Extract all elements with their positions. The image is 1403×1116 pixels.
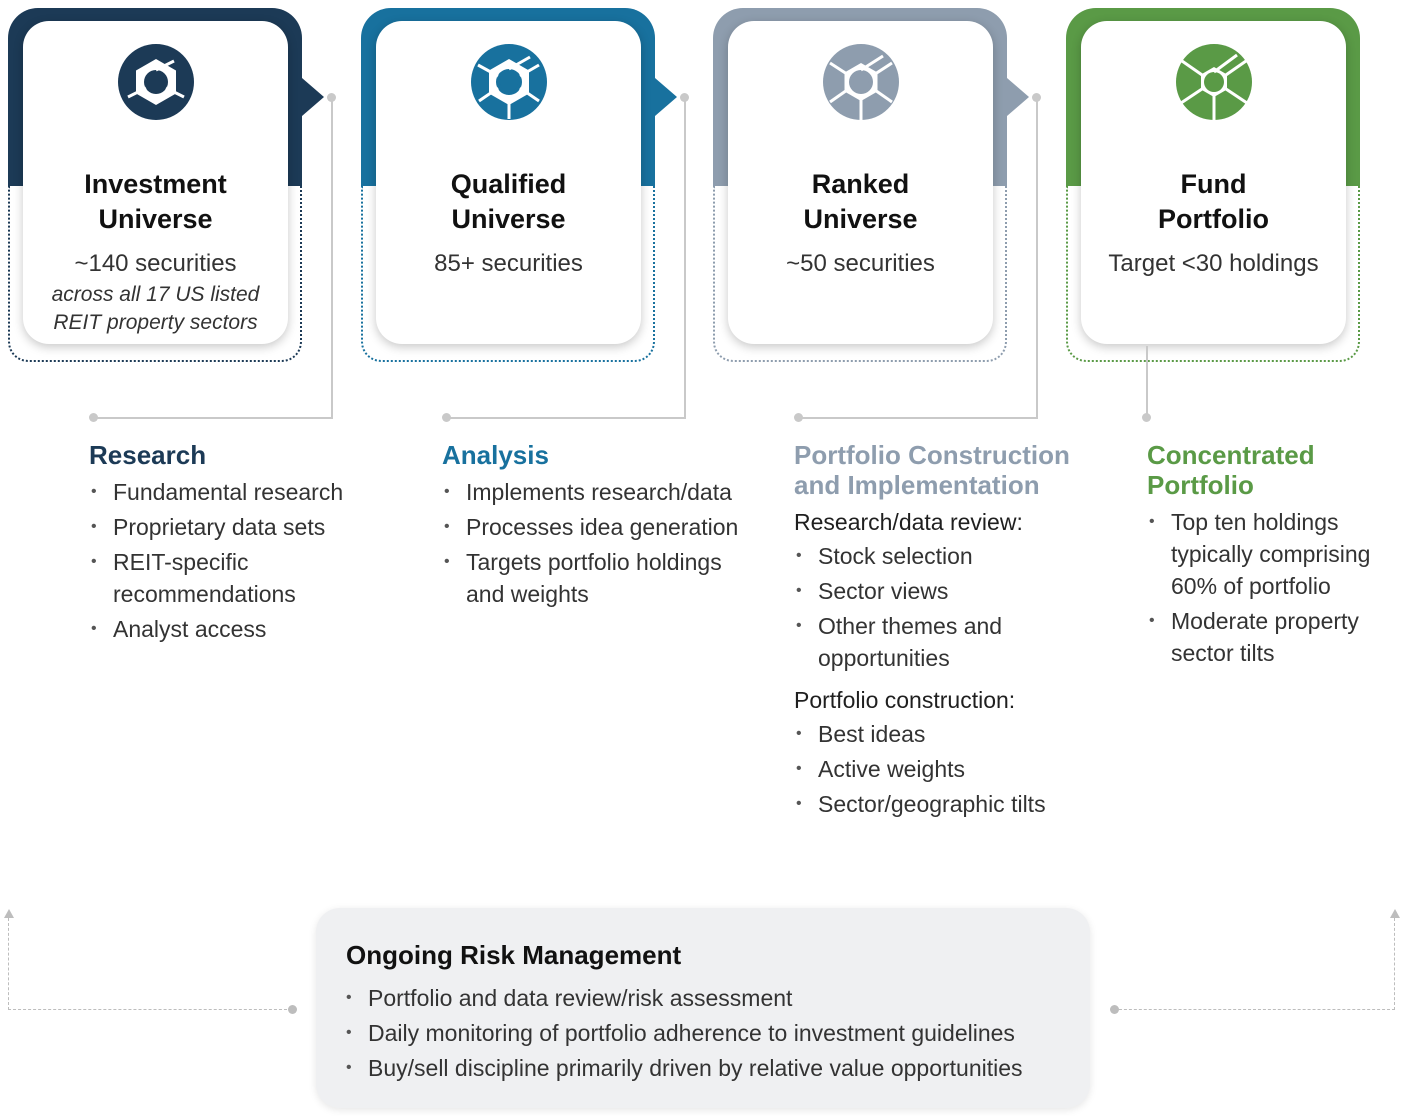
list-item: Implements research/data [442,476,757,508]
stage-subtitle: ~140 securities [74,250,237,277]
loop-line-right [1114,1009,1395,1010]
stage-subtitle: Target <30 holdings [1108,250,1319,277]
dotted-frame [1066,186,1360,362]
stage-arrow [1007,78,1029,116]
list-item: Processes idea generation [442,511,757,543]
connector-dot [1032,93,1041,102]
loop-line-left [8,1009,292,1010]
loop-line-right [1394,918,1395,1010]
loop-line-left [8,918,9,1010]
connector-line [331,97,333,418]
list-item: Daily monitoring of portfolio adherence … [344,1017,1084,1049]
analysis-list: Implements research/data Processes idea … [442,476,757,610]
list-item: Best ideas [794,718,1094,750]
list-item: Analyst access [89,613,359,645]
connector-dot [442,413,451,422]
stage-arrow [655,78,677,116]
connector-line [684,97,686,418]
research-data-review-list: Stock selection Sector views Other theme… [794,540,1034,674]
connector-dot [1110,1005,1119,1014]
stage-arrow [302,78,324,116]
portfolio-construction-list: Best ideas Active weights Sector/geograp… [794,718,1094,820]
list-item: Top ten holdings typically comprising 60… [1147,506,1397,602]
risk-list: Portfolio and data review/risk assessmen… [344,982,1084,1087]
connector-line [799,417,1038,419]
connector-line [94,417,333,419]
list-item: Portfolio and data review/risk assessmen… [344,982,1084,1014]
dotted-frame [361,186,655,362]
risk-management-box: Ongoing Risk Management Portfolio and da… [316,908,1090,1108]
dotted-frame [8,186,302,362]
list-item: Targets portfolio holdings and weights [442,546,751,610]
arrow-up-icon [4,909,14,918]
research-list: Fundamental research Proprietary data se… [89,476,359,645]
connector-dot [794,413,803,422]
connector-line [1036,97,1038,418]
list-item: REIT-specific recommendations [89,546,313,610]
dotted-frame [713,186,1007,362]
risk-title: Ongoing Risk Management [346,940,682,970]
portfolio-construction-label: Portfolio construction: [794,687,1016,713]
aperture-icon [1176,44,1252,120]
list-item: Fundamental research [89,476,359,508]
research-data-review-label: Research/data review: [794,509,1023,535]
aperture-icon [118,44,194,120]
research-heading: Research [89,440,207,470]
connector-dot [288,1005,297,1014]
list-item: Sector/geographic tilts [794,788,1094,820]
list-item: Active weights [794,753,1094,785]
analysis-column: Analysis Implements research/data Proces… [442,440,762,613]
list-item: Sector views [794,575,1034,607]
connector-line [447,417,686,419]
connector-dot [1142,413,1151,422]
list-item: Buy/sell discipline primarily driven by … [344,1052,1084,1084]
list-item: Proprietary data sets [89,511,359,543]
arrow-up-icon [1390,909,1400,918]
connector-dot [327,93,336,102]
stage-subtitle: ~50 securities [786,250,935,277]
research-column: Research Fundamental research Proprietar… [89,440,409,648]
stage-subtitle: 85+ securities [434,250,583,277]
connector-dot [89,413,98,422]
connector-dot [680,93,689,102]
list-item: Other themes and opportunities [794,610,1034,674]
aperture-icon [823,44,899,120]
analysis-heading: Analysis [442,440,549,470]
connector-line [1146,346,1148,418]
list-item: Stock selection [794,540,1034,572]
list-item: Moderate property sector tilts [1147,605,1391,669]
concentrated-list: Top ten holdings typically comprising 60… [1147,506,1397,669]
aperture-icon [471,44,547,120]
